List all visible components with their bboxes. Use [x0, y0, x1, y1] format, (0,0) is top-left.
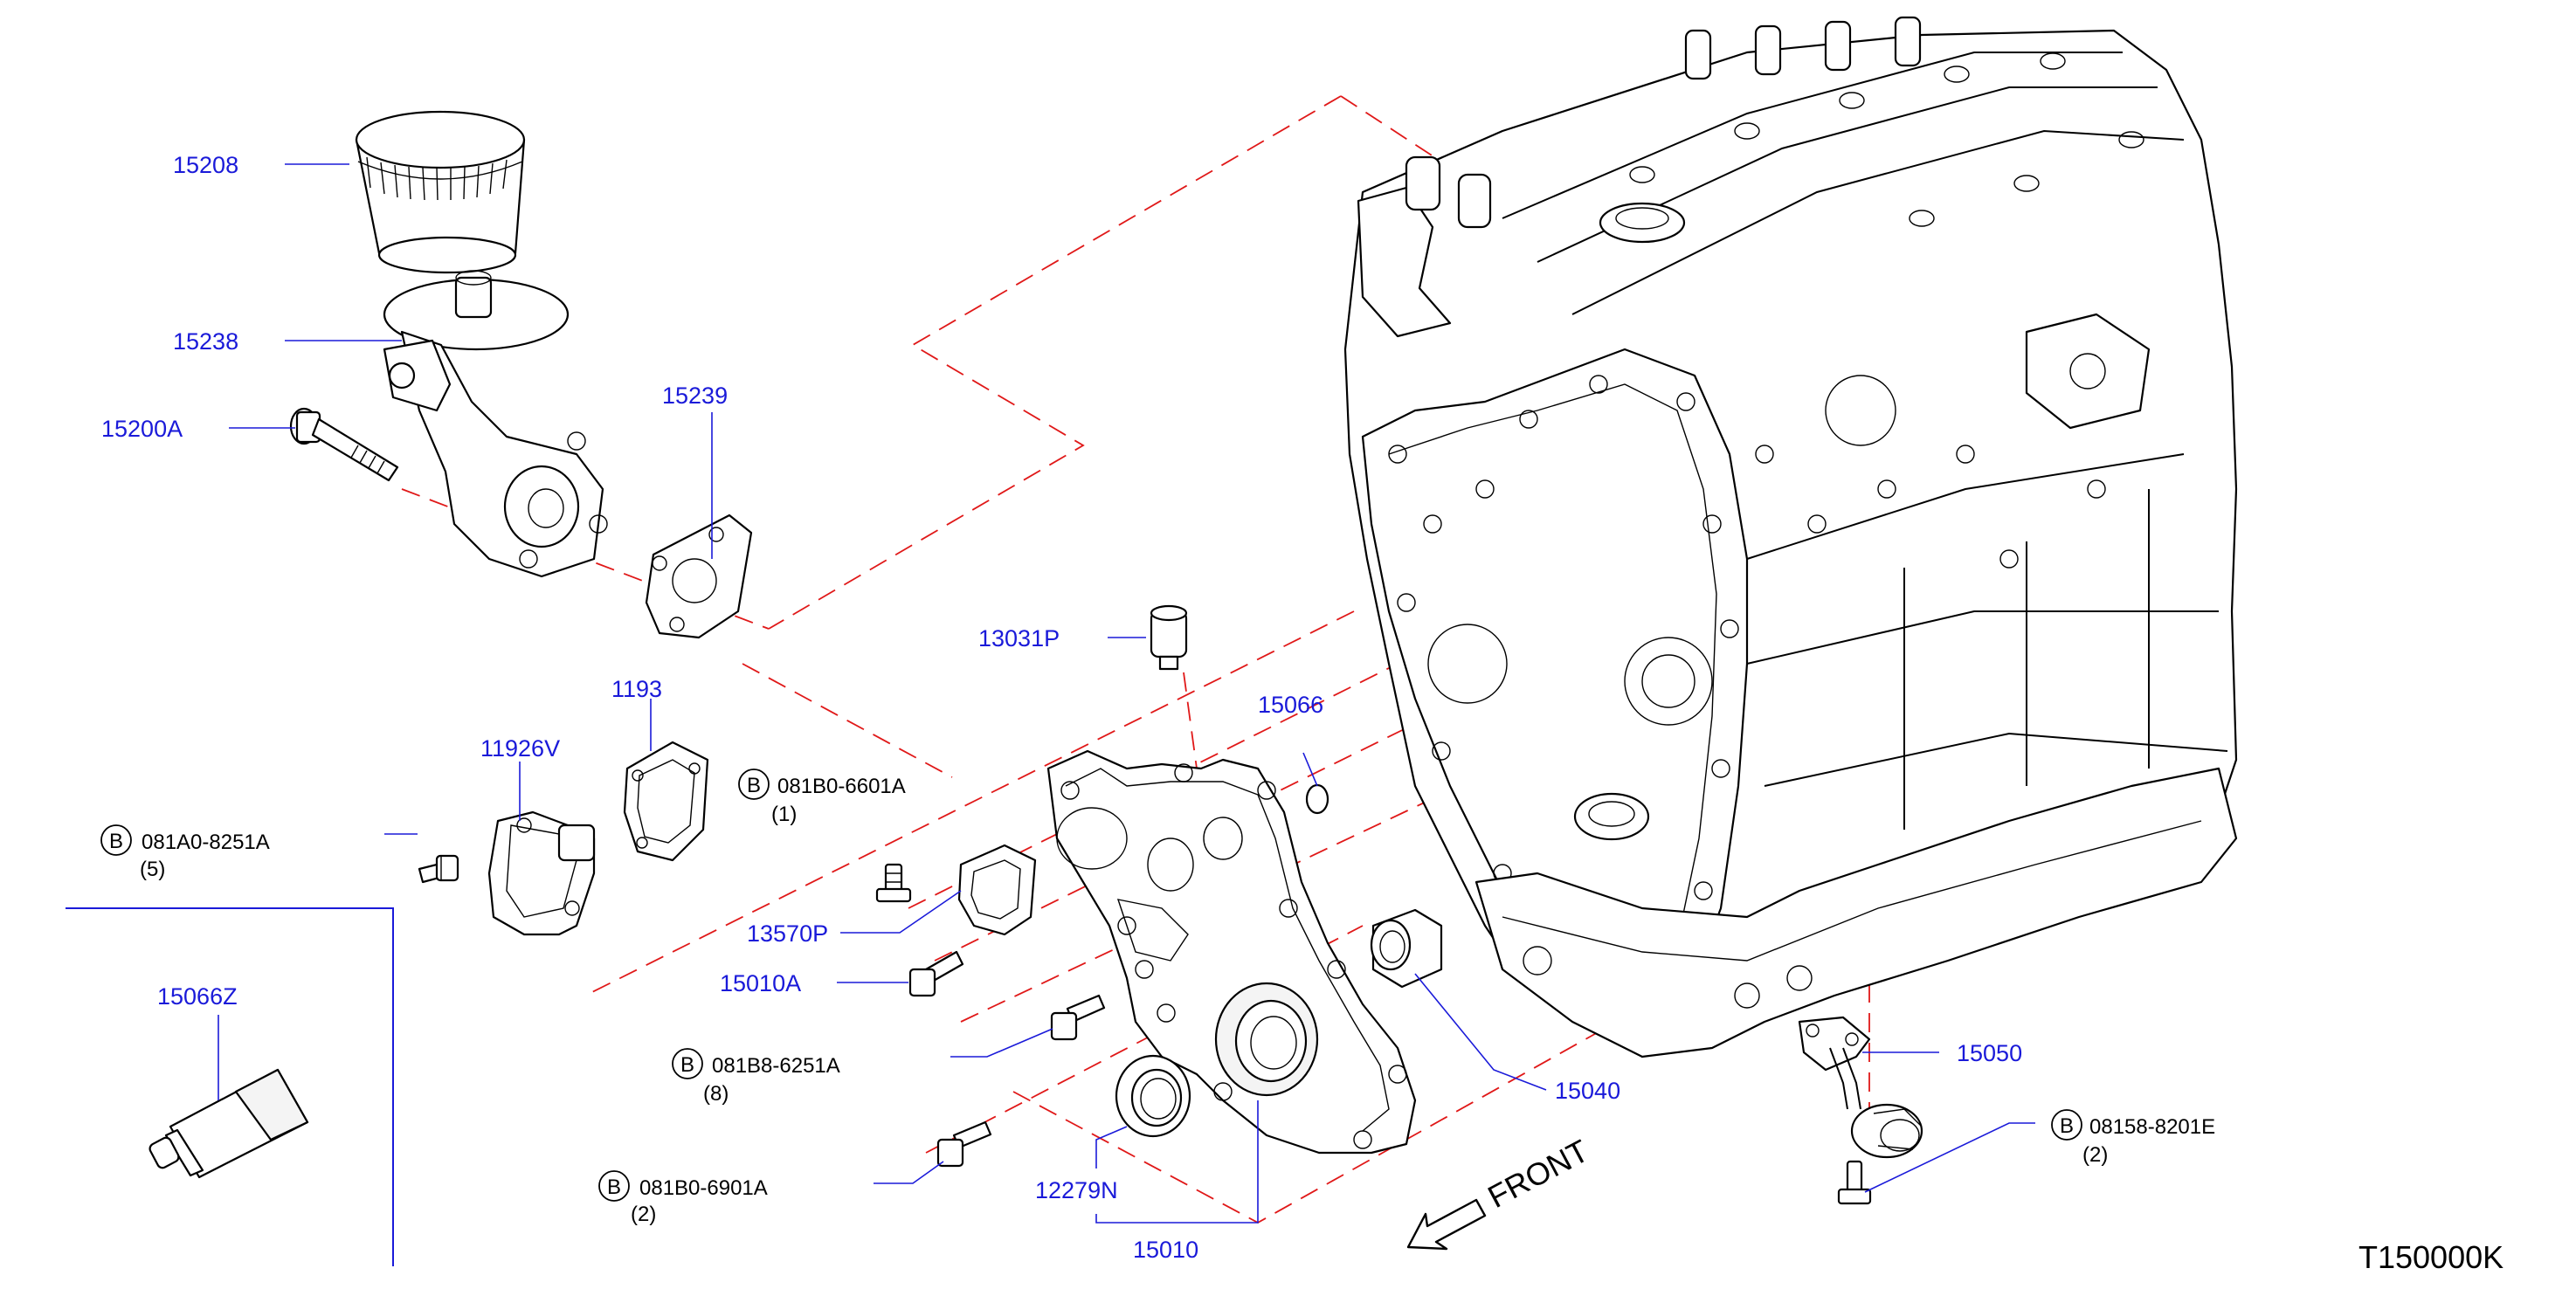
bolt-symbol-icon — [672, 1048, 703, 1079]
svg-text:(5): (5) — [140, 858, 165, 881]
engine-block — [1343, 16, 2238, 1058]
o-ring[interactable] — [1305, 783, 1329, 815]
bolt-08158-8201E[interactable] — [1837, 1160, 1872, 1205]
callout-filter-bracket[interactable]: 15238 — [173, 328, 238, 355]
front-direction-indicator: FRONT — [1406, 1133, 1595, 1251]
leader-lines — [218, 163, 2035, 1224]
callout-water-outlet[interactable]: 11926V — [480, 735, 560, 762]
front-arrow-icon — [1406, 1198, 1487, 1251]
svg-text:081B8-6251A: 081B8-6251A — [712, 1054, 840, 1078]
svg-text:081B0-6601A: 081B0-6601A — [777, 775, 906, 798]
bracket-gasket[interactable] — [645, 514, 753, 639]
bolt-ref-08158-8201E[interactable]: B 08158-8201E (2) — [2051, 1109, 2215, 1167]
callout-oil-pump-assembly[interactable]: 15010 — [1133, 1237, 1198, 1263]
bolt-081B0-6601A[interactable] — [875, 863, 912, 903]
callout-1193[interactable]: 1193 — [611, 676, 662, 702]
bolt-081B8-6251A[interactable] — [1050, 994, 1106, 1041]
front-label: FRONT — [1482, 1133, 1595, 1215]
bolt-081A0-8251A[interactable] — [418, 854, 459, 884]
bolt-ref-081B0-6601A[interactable]: B 081B0-6601A (1) — [738, 769, 906, 826]
svg-text:B: B — [2060, 1114, 2074, 1138]
gasket-13570P[interactable] — [957, 844, 1037, 936]
bolt-symbol-icon — [598, 1170, 630, 1202]
bolt-symbol-icon — [738, 769, 770, 800]
svg-text:B: B — [109, 830, 123, 853]
callout-labels: 15208 15238 15200A 15239 13031P 1193 150… — [101, 152, 2022, 1263]
bracket-bolt[interactable] — [289, 407, 399, 482]
crankshaft-seal[interactable] — [1115, 1054, 1191, 1138]
callout-o-ring[interactable]: 15066 — [1258, 692, 1323, 718]
sealant-panel-frame — [66, 907, 394, 1266]
bolt-ref-081B8-6251A[interactable]: B 081B8-6251A (8) — [672, 1048, 840, 1106]
diagram-code: T150000K — [2358, 1239, 2503, 1275]
callout-oil-pump-spacer[interactable]: 15040 — [1555, 1078, 1620, 1104]
sealant-tube[interactable] — [148, 1068, 309, 1179]
callout-plug-cap[interactable]: 13031P — [978, 625, 1060, 651]
svg-text:(2): (2) — [2082, 1143, 2108, 1167]
svg-text:B: B — [747, 774, 761, 797]
callout-bracket-bolt[interactable]: 15200A — [101, 416, 183, 442]
oil-filter-bracket[interactable] — [383, 270, 608, 578]
callout-crank-seal[interactable]: 12279N — [1035, 1177, 1118, 1203]
callout-sealant-tube[interactable]: 15066Z — [157, 983, 238, 1010]
svg-text:08158-8201E: 08158-8201E — [2089, 1115, 2215, 1139]
svg-text:(2): (2) — [631, 1203, 656, 1226]
callout-bracket-gasket[interactable]: 15239 — [662, 383, 728, 409]
oil-pump-spacer[interactable] — [1370, 908, 1443, 989]
bolt-ref-081B0-6901A[interactable]: B 081B0-6901A (2) — [598, 1170, 768, 1226]
bolt-symbol-icon — [2051, 1109, 2082, 1141]
svg-text:(1): (1) — [771, 803, 797, 826]
svg-text:(8): (8) — [703, 1082, 729, 1106]
plug-cap[interactable] — [1150, 604, 1188, 671]
bolt-081B0-6901A[interactable] — [936, 1120, 992, 1168]
water-outlet[interactable] — [487, 810, 596, 936]
callout-oil-filter[interactable]: 15208 — [173, 152, 238, 178]
bolt-symbol-icon — [100, 824, 132, 856]
callout-oil-strainer[interactable]: 15050 — [1957, 1040, 2022, 1066]
svg-text:B: B — [607, 1175, 621, 1199]
svg-text:081A0-8251A: 081A0-8251A — [142, 831, 270, 854]
bolt-15010A[interactable] — [908, 950, 964, 997]
callout-gasket-13570P[interactable]: 13570P — [747, 920, 828, 947]
bolt-ref-081A0-8251A[interactable]: B 081A0-8251A (5) — [100, 824, 270, 881]
oil-filter[interactable] — [355, 110, 526, 274]
callout-bolt-15010A[interactable]: 15010A — [720, 970, 801, 996]
oil-strainer[interactable] — [1798, 1016, 1923, 1159]
svg-text:081B0-6901A: 081B0-6901A — [639, 1176, 768, 1200]
outlet-gasket[interactable] — [623, 741, 709, 862]
svg-text:B: B — [680, 1053, 694, 1077]
oil-pump-assembly[interactable] — [1046, 749, 1417, 1155]
